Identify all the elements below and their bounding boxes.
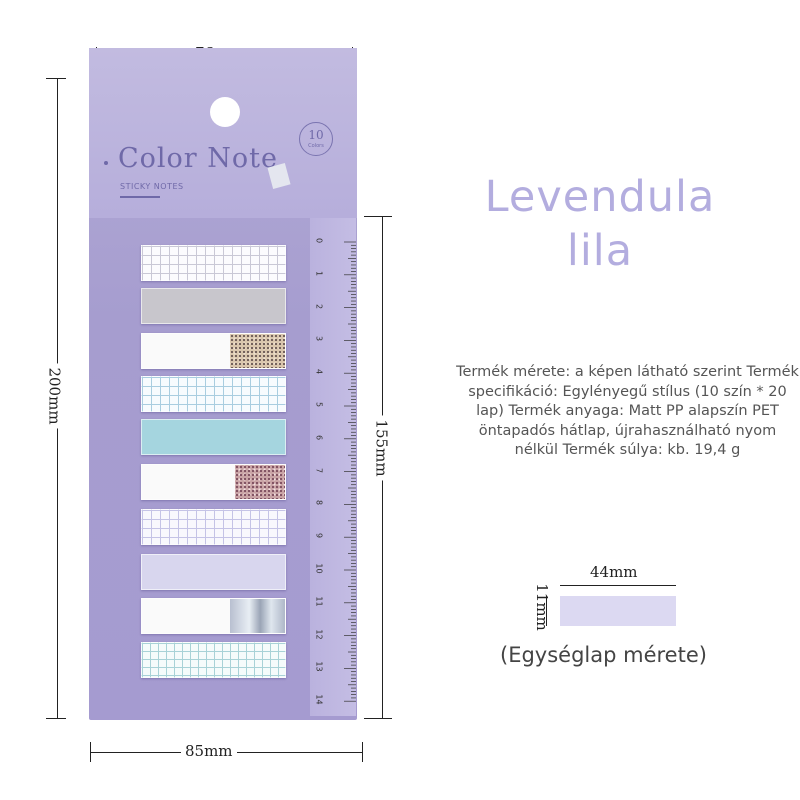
ruler-number: 3 xyxy=(314,336,324,342)
dimension-tick xyxy=(362,742,363,762)
sticky-strip-holographic xyxy=(141,598,286,634)
unit-sheet-sample xyxy=(560,596,676,626)
dimension-tick xyxy=(46,78,66,79)
dimension-tick xyxy=(364,718,392,719)
unit-height-label: 11mm xyxy=(532,583,551,631)
sticky-strip-grid-gray xyxy=(141,245,286,281)
unit-height-line xyxy=(546,596,547,626)
ruler-number: 9 xyxy=(314,533,324,539)
sticky-strip-grid-blue xyxy=(141,376,286,412)
brand-subtitle: STICKY NOTES xyxy=(120,182,184,191)
ruler-number: 1 xyxy=(314,270,324,276)
speckle-pattern xyxy=(235,465,285,499)
dimension-label-total-height: 200mm xyxy=(45,363,64,429)
ruler-number: 14 xyxy=(314,694,324,705)
ruler-number: 12 xyxy=(314,629,324,640)
brand-name: Color Note xyxy=(118,143,279,174)
sticky-strip-solid-blue xyxy=(141,419,286,455)
holographic-pattern xyxy=(230,599,285,633)
sticky-strip-solid-lavender xyxy=(141,554,286,590)
dimension-tick xyxy=(364,216,392,217)
sticky-strip-speckle-gold xyxy=(141,333,286,369)
unit-sheet-caption: (Egységlap mérete) xyxy=(500,643,707,667)
color-count-number: 10 xyxy=(308,128,324,142)
product-description: Termék mérete: a képen látható szerint T… xyxy=(456,364,799,458)
hang-hole xyxy=(210,97,240,127)
dimension-label-ruler-height: 155mm xyxy=(372,415,391,481)
dimension-tick xyxy=(46,718,66,719)
dimension-tick xyxy=(90,742,91,762)
ruler-number: 4 xyxy=(314,369,324,375)
sticky-strip-speckle-rose xyxy=(141,464,286,500)
ruler-number: 5 xyxy=(314,401,324,408)
ruler-number: 7 xyxy=(314,467,324,473)
ruler-number: 10 xyxy=(314,563,324,574)
product-title: Levendula lila xyxy=(400,170,800,278)
unit-width-label: 44mm xyxy=(590,563,638,581)
ruler-number: 13 xyxy=(314,661,324,672)
ruler-number: 2 xyxy=(314,303,324,309)
product-title-line-1: Levendula xyxy=(484,172,716,222)
ruler-number: 8 xyxy=(314,500,324,506)
ruler-ticks xyxy=(344,241,356,702)
ruler xyxy=(310,218,356,716)
ruler-number: 6 xyxy=(314,434,324,440)
color-count-label: Colors xyxy=(308,143,324,149)
unit-width-line xyxy=(560,585,676,586)
ruler-number: 0 xyxy=(314,237,324,244)
color-count-badge: 10 Colors xyxy=(299,122,333,156)
product-title-line-2: lila xyxy=(566,226,634,276)
sticky-strip-solid-gray xyxy=(141,288,286,324)
speckle-pattern xyxy=(230,334,285,368)
brand-underline xyxy=(120,196,160,198)
brand-dot xyxy=(104,161,108,165)
sticky-strip-grid-lavender xyxy=(141,509,286,545)
sticky-strip-grid-teal xyxy=(141,642,286,678)
ruler-number: 11 xyxy=(314,596,324,607)
dimension-label-bottom-width: 85mm xyxy=(181,742,237,760)
